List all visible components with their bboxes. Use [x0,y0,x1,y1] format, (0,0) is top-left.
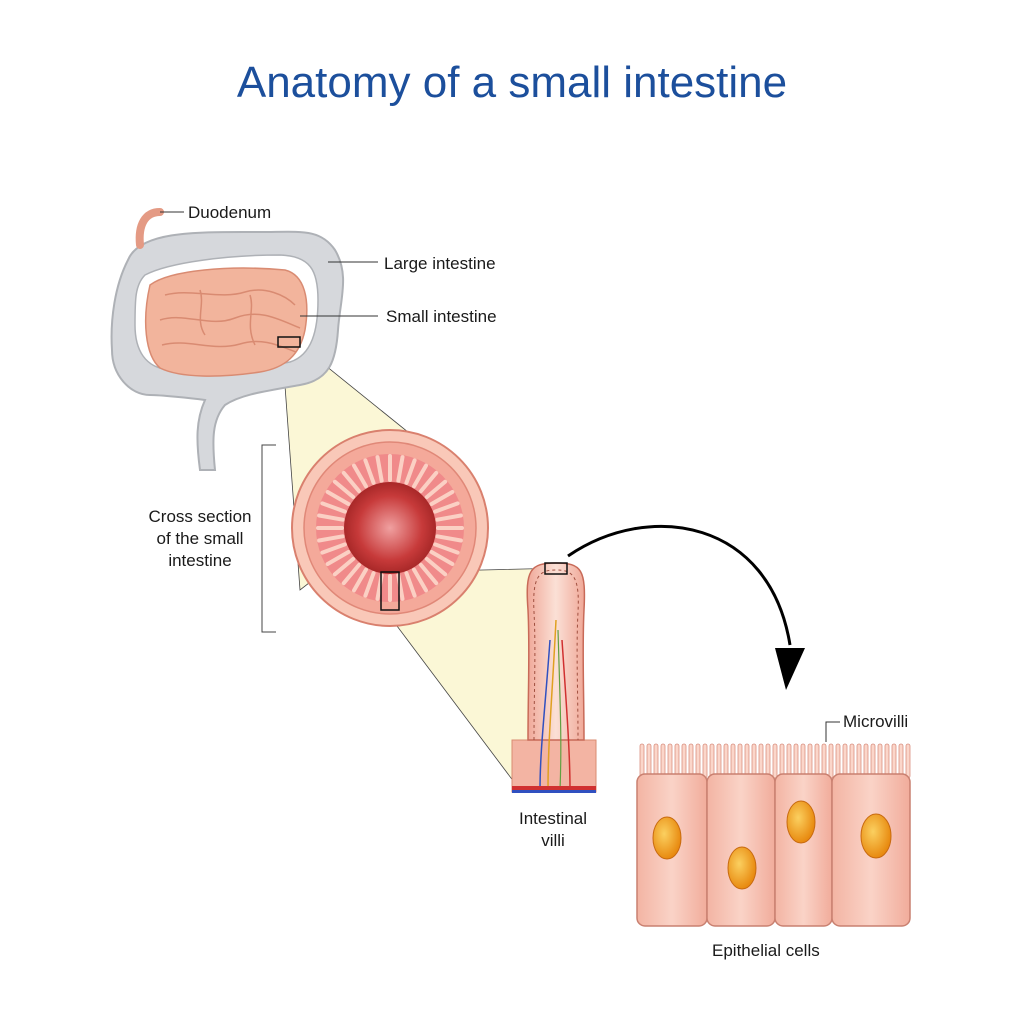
villus-fold [424,479,448,500]
villus-fold [418,470,439,494]
villus-fold [341,562,362,586]
microvillus [793,743,799,779]
villus-fold [363,571,376,598]
microvillus [765,743,771,779]
curved-arrow-icon [567,525,805,690]
microvillus [667,743,673,779]
villus-fold [433,542,460,555]
microvillus [702,743,708,779]
villus-illustration [511,562,597,793]
villus-fold [424,556,448,577]
microvillus [681,743,687,779]
microvillus [905,743,911,779]
villus-fold [332,556,356,577]
microvillus [716,743,722,779]
microvillus [898,743,904,779]
microvillus [828,743,834,779]
label-cross-section-line1: Cross section [148,507,252,526]
microvillus [821,743,827,779]
microvillus [758,743,764,779]
villus-fold [317,513,345,522]
label-villi-line2: villi [541,831,565,850]
label-villi-line1: Intestinal [518,809,588,828]
microvillus [730,743,736,779]
villus-fold [320,542,347,555]
microvillus [856,743,862,779]
microvillus [723,743,729,779]
diagram-title: Anatomy of a small intestine [236,58,788,107]
microvillus [639,743,645,779]
microvillus [709,743,715,779]
cross-section-illustration [291,429,489,627]
microvillus [660,743,666,779]
microvillus [884,743,890,779]
villus-fold [404,571,417,598]
villus-fold [363,458,376,485]
microvillus [688,743,694,779]
villus-fold [352,463,368,489]
villus-fold [325,550,351,566]
villus-fold [418,562,439,586]
label-intestinal-villi: Intestinal villi [495,808,611,852]
microvillus [646,743,652,779]
label-epithelial-cells: Epithelial cells [712,941,820,960]
villus-fold [404,458,417,485]
label-microvilli: Microvilli [843,712,909,731]
microvillus [814,743,820,779]
microvillus [835,743,841,779]
label-small-intestine: Small intestine [386,307,497,326]
villus-fold [435,534,463,543]
microvillus [842,743,848,779]
villus-fold [412,463,428,489]
villus-fold [435,513,463,522]
microvillus [751,743,757,779]
label-large-intestine: Large intestine [384,254,496,273]
villus-fold [396,455,405,483]
label-cross-section-line2: of the small [156,529,244,548]
villus-fold [317,534,345,543]
villus-fold [429,550,455,566]
villus-fold [412,567,428,593]
microvillus [653,743,659,779]
villus-fold [320,501,347,514]
microvillus [786,743,792,779]
small-intestine-illustration [144,267,308,377]
microvillus [744,743,750,779]
villus-fold [375,455,384,483]
villus-fold [332,479,356,500]
epithelial-cells-illustration [636,743,911,927]
microvillus [800,743,806,779]
microvillus [772,743,778,779]
microvillus [737,743,743,779]
cross-section-bracket [261,444,276,633]
microvillus [674,743,680,779]
label-cross-section-line3: intestine [168,551,232,570]
zoom-box-intestine [277,336,301,348]
microvillus [779,743,785,779]
microvilli-leader [825,721,840,742]
villus-fold [325,490,351,506]
villus-fold [352,567,368,593]
label-duodenum: Duodenum [188,203,272,222]
microvillus [695,743,701,779]
label-cross-section: Cross section of the small intestine [130,506,270,572]
microvillus [863,743,869,779]
duodenum-tube [135,208,164,249]
microvillus [870,743,876,779]
microvillus [849,743,855,779]
villus-fold [433,501,460,514]
villus-fold [341,470,362,494]
microvillus [807,743,813,779]
microvillus [891,743,897,779]
villus-fold [429,490,455,506]
microvillus [877,743,883,779]
zoom-box-cross-section [380,571,400,611]
